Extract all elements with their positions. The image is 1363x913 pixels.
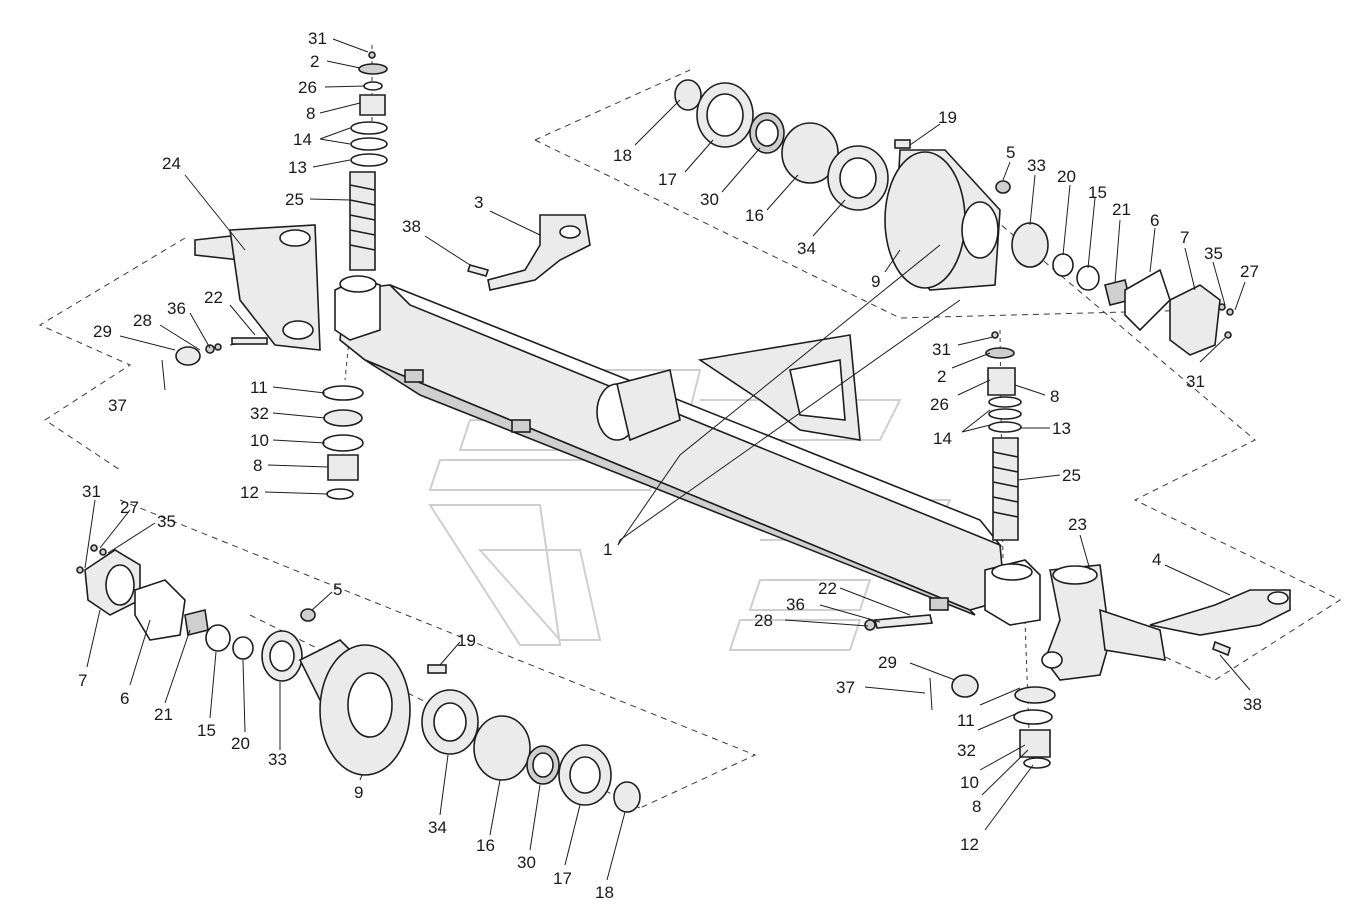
label-8: 8 [972,797,981,816]
label-18: 18 [613,146,632,165]
label-33: 33 [268,750,287,769]
label-22: 22 [204,288,223,307]
label-20: 20 [1057,167,1076,186]
label-24: 24 [162,154,181,173]
label-29: 29 [878,653,897,672]
label-36: 36 [167,299,186,318]
label-37: 37 [836,678,855,697]
left-kingpin-stack [349,51,388,271]
label-21: 21 [154,705,173,724]
label-34: 34 [797,239,816,258]
label-20: 20 [231,734,250,753]
label-14: 14 [933,429,952,448]
label-3: 3 [474,193,483,212]
label-36: 36 [786,595,805,614]
label-27: 27 [120,498,139,517]
label-31: 31 [932,340,951,359]
left-steering-knuckle [161,224,321,391]
label-25: 25 [1062,466,1081,485]
label-17: 17 [553,869,572,888]
label-15: 15 [197,721,216,740]
label-9: 9 [871,272,880,291]
label-35: 35 [157,512,176,531]
label-9: 9 [354,783,363,802]
label-31: 31 [1186,372,1205,391]
label-29: 29 [93,322,112,341]
label-2: 2 [310,52,319,71]
label-7: 7 [1180,228,1189,247]
label-38: 38 [402,217,421,236]
label-6: 6 [1150,211,1159,230]
label-27: 27 [1240,262,1259,281]
label-11: 11 [250,378,268,397]
axle-beam [334,275,1041,626]
left-lower-stack [322,385,364,500]
label-28: 28 [133,311,152,330]
label-31: 31 [82,482,101,501]
label-5: 5 [1006,143,1015,162]
label-30: 30 [517,853,536,872]
label-16: 16 [476,836,495,855]
label-10: 10 [250,431,269,450]
label-26: 26 [298,78,317,97]
label-26: 26 [930,395,949,414]
label-34: 34 [428,818,447,837]
label-28: 28 [754,611,773,630]
label-6: 6 [120,689,129,708]
label-11: 11 [957,711,975,730]
label-30: 30 [700,190,719,209]
label-13: 13 [288,158,307,177]
label-32: 32 [250,404,269,423]
leader-lines [84,38,1251,881]
label-7: 7 [78,671,87,690]
left-hub-set-bottom [76,544,641,813]
label-33: 33 [1027,156,1046,175]
label-15: 15 [1088,183,1107,202]
label-5: 5 [333,580,342,599]
label-19: 19 [938,108,957,127]
steering-arm-3 [466,214,591,291]
label-8: 8 [1050,387,1059,406]
label-25: 25 [285,190,304,209]
label-10: 10 [960,773,979,792]
label-12: 12 [960,835,979,854]
label-4: 4 [1152,550,1161,569]
label-14: 14 [293,130,312,149]
label-8: 8 [253,456,262,475]
label-32: 32 [957,741,976,760]
label-38: 38 [1243,695,1262,714]
label-13: 13 [1052,419,1071,438]
label-22: 22 [818,579,837,598]
label-8: 8 [306,104,315,123]
right-kingpin-stack [985,331,1022,541]
label-16: 16 [745,206,764,225]
label-1: 1 [603,540,612,559]
right-steering-knuckle [864,564,1291,711]
label-23: 23 [1068,515,1087,534]
label-19: 19 [457,631,476,650]
label-21: 21 [1112,200,1131,219]
label-12: 12 [240,483,259,502]
label-18: 18 [595,883,614,902]
label-37: 37 [108,396,127,415]
label-35: 35 [1204,244,1223,263]
label-17: 17 [658,170,677,189]
label-31: 31 [308,29,327,48]
right-hub-set-top [674,79,1234,356]
label-2: 2 [937,367,946,386]
right-lower-stack [1013,686,1056,769]
part-labels: 31 2 26 8 14 13 25 24 38 3 22 36 28 29 3… [78,29,1262,902]
